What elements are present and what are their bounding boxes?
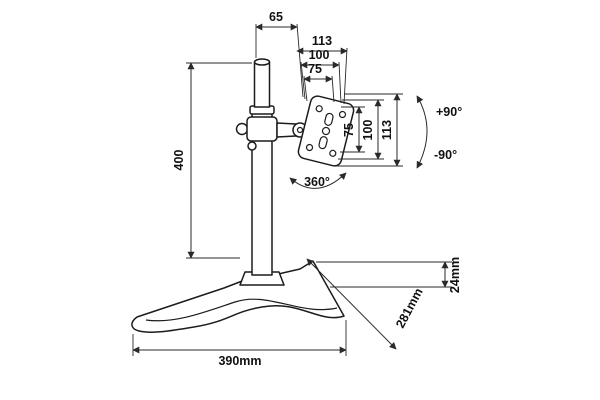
dim-swivel: 360°: [289, 172, 347, 189]
dim-label-plate-width-113: 113: [312, 34, 332, 48]
vesa-slot-lower: [318, 136, 328, 150]
dim-plate-widths: 113 100 75: [296, 34, 348, 105]
dim-pole-height: 400: [172, 62, 252, 259]
base-outline: [131, 260, 345, 333]
clamp-ring: [246, 116, 278, 142]
dim-label-swivel: 360°: [304, 175, 330, 189]
dim-top-offset: 65: [255, 10, 304, 98]
dim-label-tilt-down: -90°: [434, 148, 457, 162]
vesa-plate: [297, 95, 355, 167]
vesa-hole-bottom-right: [329, 149, 337, 157]
clamp-knob: [235, 122, 249, 136]
dim-label-base-depth: 281mm: [393, 286, 426, 331]
dim-label-base-thickness: 24mm: [448, 257, 462, 293]
pole-top-cap: [253, 58, 271, 66]
dim-tilt: +90° -90°: [416, 95, 462, 169]
pole-upper: [253, 61, 271, 108]
dim-label-plate-height-100: 100: [361, 120, 375, 141]
dim-label-plate-height-113: 113: [380, 120, 394, 140]
vesa-hole-top-right: [338, 110, 347, 119]
hinge-pin: [296, 126, 304, 134]
dim-base-width: 390mm: [132, 320, 347, 368]
dim-label-top-offset: 65: [269, 10, 283, 24]
dim-label-plate-width-100: 100: [309, 48, 330, 62]
dim-label-tilt-up: +90°: [436, 105, 462, 119]
pole: [249, 58, 275, 276]
base: [131, 260, 345, 333]
dim-label-plate-width-75: 75: [308, 62, 322, 76]
stand-drawing: [131, 58, 355, 333]
dim-label-base-width: 390mm: [218, 354, 261, 368]
dim-label-plate-height-75: 75: [342, 123, 356, 137]
dim-plate-heights: 75 100 113: [336, 93, 403, 167]
vesa-center-hole: [321, 126, 331, 136]
base-top-surface-line: [145, 298, 338, 322]
vesa-slot-upper: [324, 112, 334, 126]
vesa-hole-bottom-left: [305, 143, 314, 152]
dim-base-thickness: 24mm: [316, 257, 462, 293]
vesa-hole-top-left: [315, 105, 323, 113]
clamp-lever: [247, 141, 257, 151]
dim-label-pole-height: 400: [172, 150, 186, 171]
